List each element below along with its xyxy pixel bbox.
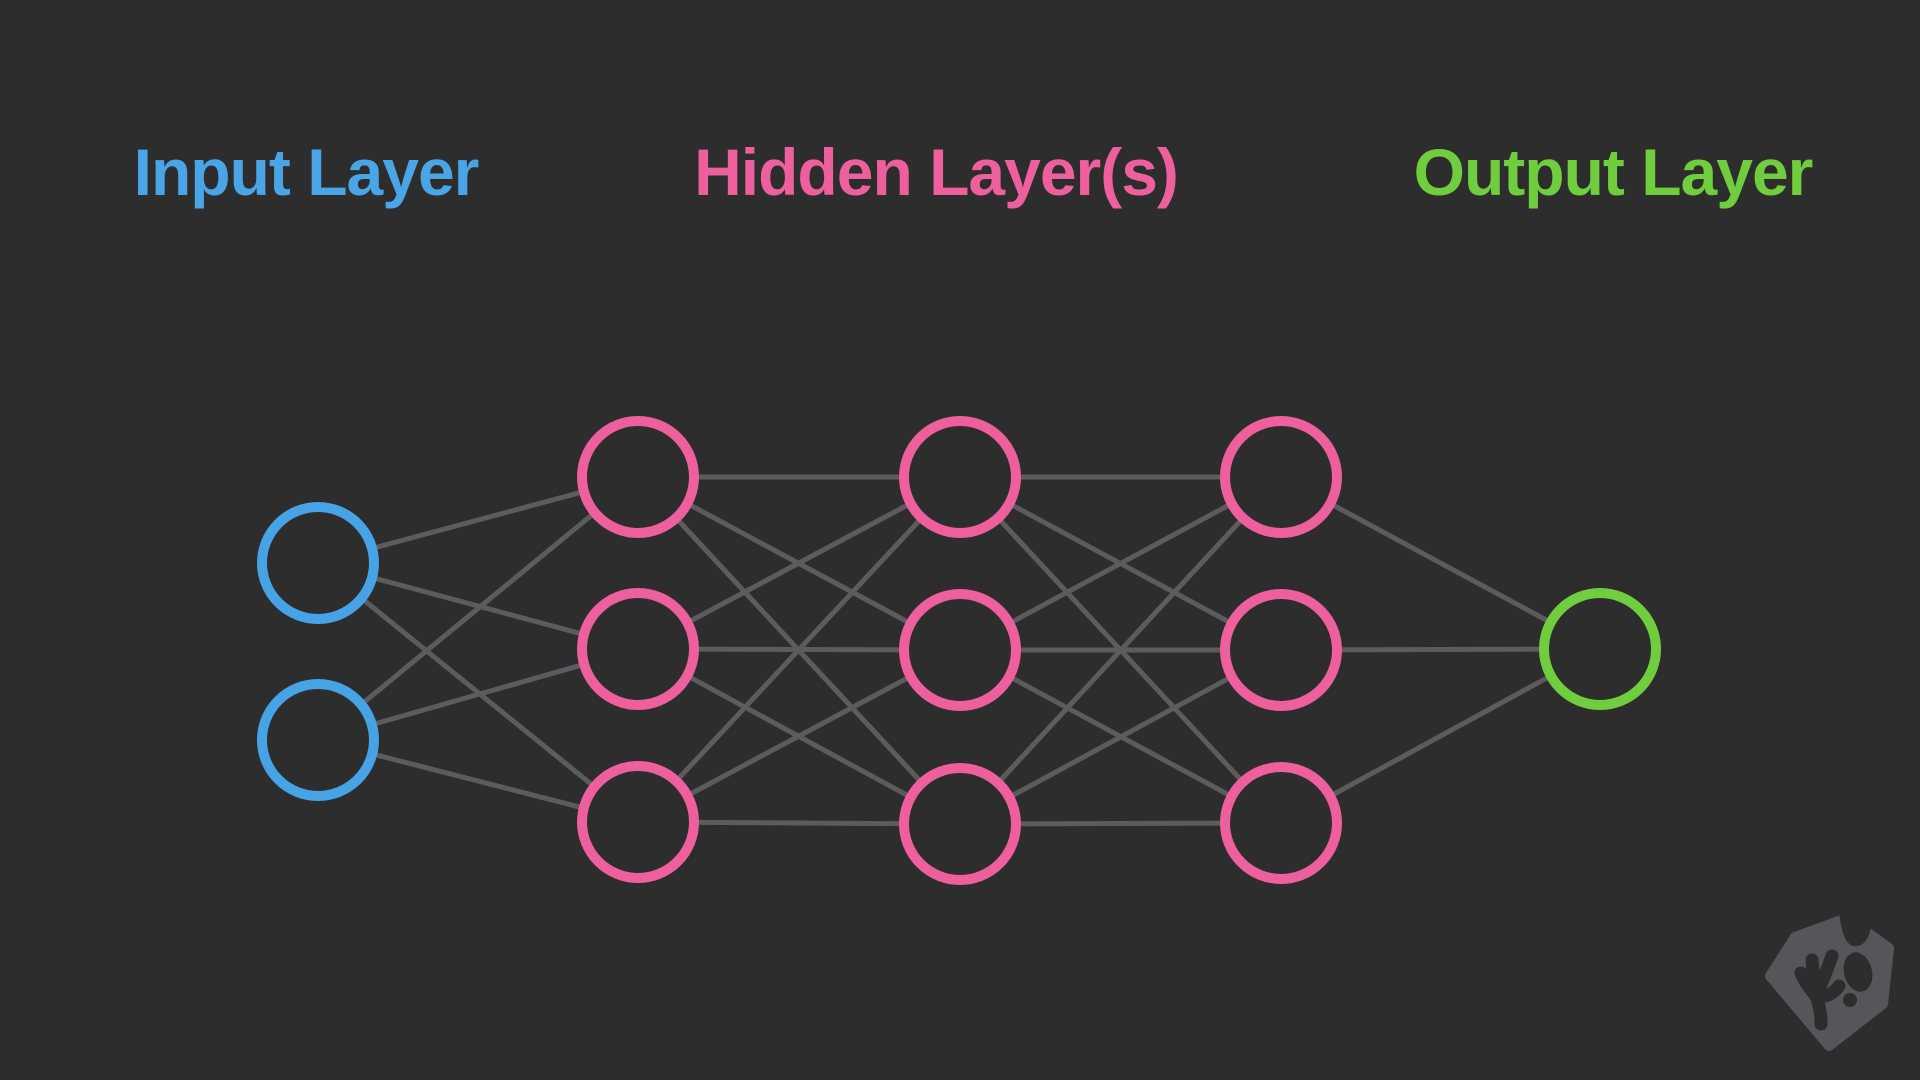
input-layer-label: Input Layer xyxy=(133,135,480,209)
input-layer-node xyxy=(257,502,379,624)
input-layer-node xyxy=(257,679,379,801)
hidden-layer-1-node xyxy=(577,761,699,883)
connection-line xyxy=(636,475,962,824)
network-nodes xyxy=(257,416,1661,885)
hidden-layer-1-node xyxy=(577,416,699,538)
hidden-layer-label: Hidden Layer(s) xyxy=(694,135,1179,209)
hidden-layer-3-node xyxy=(1220,762,1342,884)
hidden-layer-2-node xyxy=(899,763,1021,885)
output-layer-label: Output Layer xyxy=(1413,135,1814,209)
connection-line xyxy=(958,475,1283,826)
output-layer-node xyxy=(1539,588,1661,710)
connection-line xyxy=(316,475,640,742)
hidden-layer-2-node xyxy=(899,416,1021,538)
hidden-layer-2-node xyxy=(899,589,1021,711)
hidden-layer-3-node xyxy=(1220,416,1342,538)
treehouse-logo-icon xyxy=(1765,912,1894,1051)
hidden-layer-1-node xyxy=(577,588,699,710)
logo-branch-cutout xyxy=(1794,912,1873,1031)
logo-badge-shape xyxy=(1765,913,1894,1051)
hidden-layer-3-node xyxy=(1220,589,1342,711)
